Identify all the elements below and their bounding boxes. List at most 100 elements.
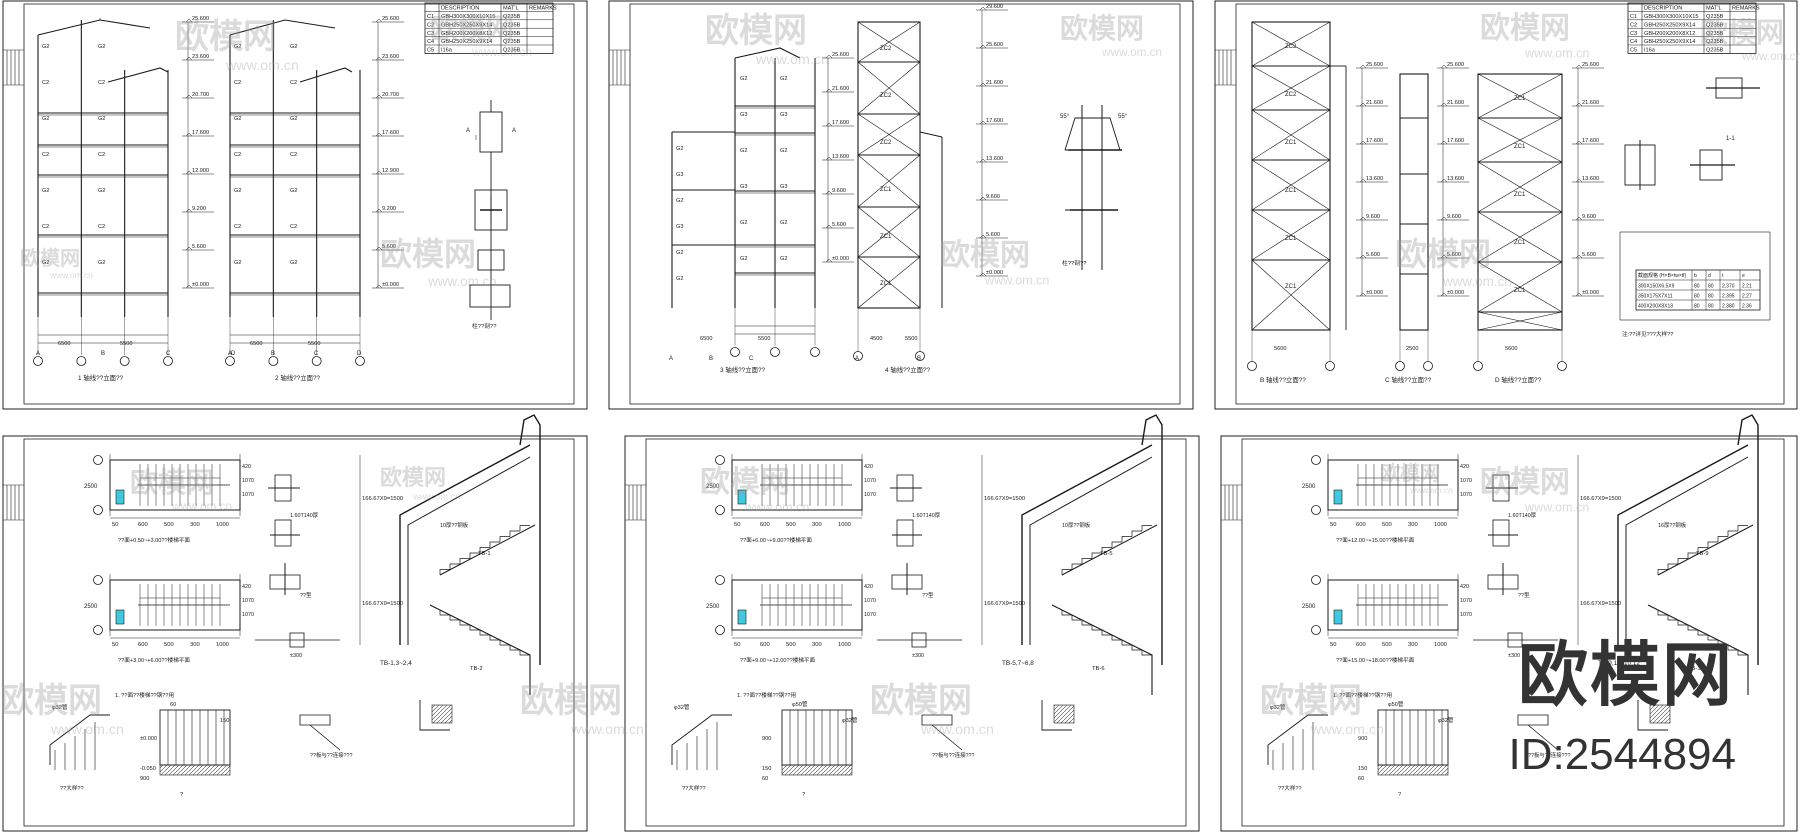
member-tag: C2 [290, 152, 297, 158]
drawing-caption: 2 轴线??立面?? [275, 373, 321, 382]
dimension-label: 5600 [1274, 346, 1286, 352]
cad-path [1091, 625, 1102, 631]
dimension-label: 500 [164, 522, 174, 528]
dimension-label: 500 [786, 642, 796, 648]
dimension-label: 60 [762, 776, 768, 782]
elevation-label: 17.600 [192, 130, 209, 136]
dimension-label: 1000 [838, 522, 851, 528]
detail-label: φ32管 [52, 703, 68, 711]
cad-path [375, 56, 383, 61]
dimension-label: 420 [1460, 584, 1469, 590]
elevation-label: 21.600 [832, 86, 849, 92]
detail-table-cell: 350X175X7X11 [1638, 294, 1673, 300]
drawing-caption: ??大样?? [1278, 784, 1302, 792]
stair-tag: TB-2 [470, 666, 483, 672]
section-caption: 1-1 [1726, 136, 1735, 142]
brace-tag: ZC1 [1285, 188, 1297, 194]
cad-path [1071, 615, 1082, 621]
cad-line [857, 113, 921, 156]
axis-bubble [915, 351, 925, 361]
cad-line [1251, 65, 1331, 111]
material-table-cell: C4 [1630, 39, 1637, 45]
member-tag: G2 [290, 116, 297, 122]
cad-rect [274, 519, 292, 547]
plan-title: ??面+0.50~+3.00??楼梯平面 [118, 536, 190, 544]
cad-path [1131, 645, 1142, 651]
dimension-label: 1070 [1460, 612, 1472, 618]
cad-path [1081, 620, 1092, 626]
cad-line [1477, 211, 1563, 263]
cad-path [1359, 64, 1367, 69]
dimension-label: 166.67X9=1500 [1580, 601, 1621, 607]
section-mark: A [466, 128, 470, 134]
cad-drawings [33, 2, 1771, 776]
cad-path [299, 67, 353, 83]
dimension-label: 600 [138, 642, 148, 648]
brace-tag: ZC1 [1514, 192, 1526, 198]
cad-path [185, 18, 193, 23]
cad-path [1065, 149, 1083, 211]
drawing-caption: C 轴线??立面?? [1385, 375, 1432, 384]
cad-rect [1251, 21, 1331, 331]
cad-path [229, 19, 336, 36]
elevation-label: ±0.000 [192, 282, 209, 288]
detail-label: 16厚??钢板 [1658, 521, 1687, 529]
elevation-label: 17.600 [986, 118, 1003, 124]
watermark-text: 欧模网 [380, 465, 446, 490]
dimension-label: 150 [762, 766, 771, 772]
cad-line [857, 206, 921, 258]
dimension-label: 2500 [1302, 604, 1316, 610]
elevation-label: 13.600 [1582, 176, 1599, 182]
material-table-cell: GBH250X250X9X14 [441, 22, 492, 28]
elevation-label: 17.600 [1582, 138, 1599, 144]
cad-path [1440, 292, 1448, 297]
cad-path [479, 547, 490, 553]
cad-rect [1333, 609, 1343, 625]
member-tag: G2 [98, 260, 105, 266]
axis-letter: A [669, 356, 673, 362]
dimension-label: 50 [734, 642, 740, 648]
member-tag: G2 [290, 44, 297, 50]
brace-tag: ZC1 [1514, 288, 1526, 294]
cad-rect [115, 609, 125, 625]
plan-title: ??面+6.00~+9.00??楼梯平面 [740, 536, 812, 544]
detail-table-header: b [1694, 273, 1697, 279]
axis-bubble [715, 625, 725, 635]
material-table-cell: C2 [1630, 22, 1637, 28]
cad-path [979, 82, 987, 87]
member-tag: C2 [234, 80, 241, 86]
cad-path [734, 47, 801, 59]
cad-path [439, 569, 450, 575]
stair-tag: TB-9 [1696, 551, 1709, 557]
cad-line [1251, 209, 1331, 261]
detail-label: ??型 [922, 591, 934, 599]
cad-path [419, 700, 450, 731]
drawing-caption: ??大样?? [682, 784, 706, 792]
detail-label: ??型 [300, 591, 312, 599]
material-table-header: REMARKS [1732, 6, 1760, 12]
cad-path [825, 190, 833, 195]
dimension-label: 1000 [1434, 522, 1447, 528]
cad-path [1677, 620, 1688, 626]
dimension-label: 6500 [250, 341, 262, 347]
watermark-text: 欧模网 [705, 12, 807, 50]
cad-path [1697, 630, 1708, 636]
material-table-cell: GBH300X300X10X15 [441, 14, 495, 20]
cad-path [375, 208, 383, 213]
elevation-label: ±0.000 [1366, 290, 1383, 296]
cad-path [1575, 140, 1583, 145]
detail-label: 10厚??钢板 [1062, 521, 1091, 529]
axis-letter: C [166, 351, 171, 357]
dimension-label: 166.67X9=1500 [1580, 496, 1621, 502]
member-tag: C2 [98, 80, 105, 86]
cad-path [37, 19, 151, 36]
detail-table-cell: 2.395 [1722, 294, 1735, 300]
material-table-cell: C3 [427, 31, 434, 37]
plan-title: ??面+3.00~+6.00??楼梯平面 [118, 656, 190, 664]
elevation-label: 29.600 [986, 4, 1003, 10]
brace-tag: ZC2 [1285, 92, 1297, 98]
member-tag: C2 [234, 152, 241, 158]
dimension-label: 166.67X9=1500 [984, 496, 1025, 502]
cad-path [825, 54, 833, 59]
cad-path [1667, 615, 1678, 621]
